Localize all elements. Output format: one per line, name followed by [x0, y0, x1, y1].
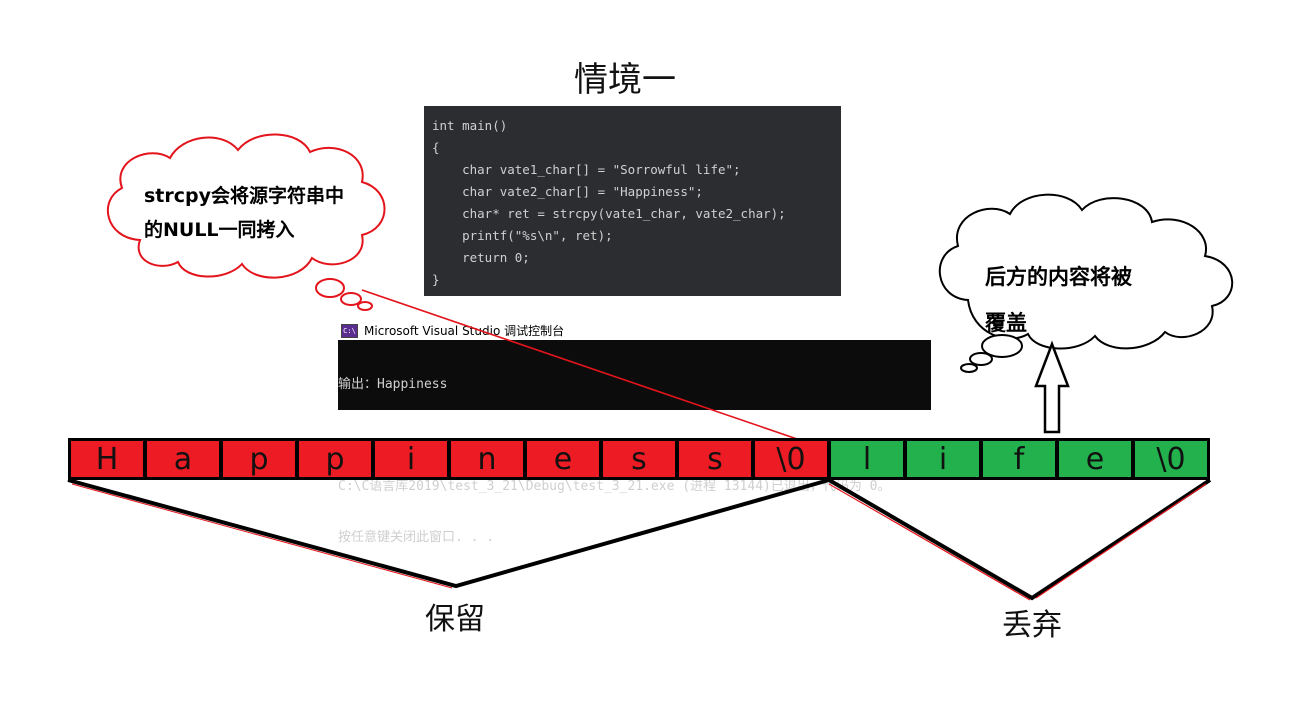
right-cloud-text: 后方的内容将被 覆盖 [985, 254, 1195, 346]
console-line: 输出：Happiness [338, 377, 448, 392]
code-line: char vate2_char[] = "Happiness"; [432, 184, 703, 199]
code-line: int main() [432, 118, 508, 133]
keep-bracket-red-edge [71, 483, 453, 589]
array-cell: \0 [755, 441, 827, 477]
drop-bracket-red-edge-left [828, 483, 1031, 601]
array-cell: p [223, 441, 295, 477]
up-arrow-icon [1034, 340, 1070, 434]
console-window: C:\ Microsoft Visual Studio 调试控制台 输出：Hap… [338, 322, 931, 545]
console-titlebar[interactable]: C:\ Microsoft Visual Studio 调试控制台 [338, 322, 931, 340]
code-line: } [432, 272, 440, 287]
array-cell: s [679, 441, 751, 477]
console-title: Microsoft Visual Studio 调试控制台 [364, 324, 565, 338]
right-cloud-line: 覆盖 [985, 311, 1027, 335]
keep-bracket [67, 478, 830, 589]
array-cell: a [147, 441, 219, 477]
array-cell: n [451, 441, 523, 477]
drop-bracket [827, 478, 1212, 601]
code-line: char vate1_char[] = "Sorrowful life"; [432, 162, 741, 177]
drop-bracket-red-edge-right [1035, 483, 1207, 599]
array-cell: H [71, 441, 143, 477]
code-line: printf("%s\n", ret); [432, 228, 613, 243]
left-cloud-line: 的NULL一同拷入 [144, 219, 295, 241]
console-app-icon: C:\ [341, 324, 358, 338]
console-output: 输出：Happiness C:\C语言库2019\test_3_21\Debug… [338, 340, 931, 580]
left-cloud-line: strcpy会将源字符串中 [144, 185, 345, 207]
code-line: char* ret = strcpy(vate1_char, vate2_cha… [432, 206, 786, 221]
drop-label: 丢弃 [1002, 608, 1062, 643]
code-panel: int main() { char vate1_char[] = "Sorrow… [424, 106, 841, 296]
array-cell: e [527, 441, 599, 477]
left-cloud-text: strcpy会将源字符串中 的NULL一同拷入 [144, 179, 376, 247]
keep-label: 保留 [425, 602, 485, 637]
array-cell: \0 [1135, 441, 1207, 477]
console-line: C:\C语言库2019\test_3_21\Debug\test_3_21.ex… [338, 479, 891, 494]
array-cell: i [907, 441, 979, 477]
array-cell: p [299, 441, 371, 477]
char-array: H a p p i n e s s \0 l i f e \0 [68, 438, 1210, 480]
array-cell: s [603, 441, 675, 477]
code-line: return 0; [432, 250, 530, 265]
array-cell: e [1059, 441, 1131, 477]
array-cell: i [375, 441, 447, 477]
left-thought-cloud [106, 133, 386, 311]
right-thought-cloud [938, 193, 1234, 373]
console-line: 按任意键关闭此窗口. . . [338, 530, 495, 545]
array-cell: f [983, 441, 1055, 477]
code-line: { [432, 140, 440, 155]
right-cloud-line: 后方的内容将被 [985, 265, 1132, 289]
array-cell: l [831, 441, 903, 477]
pointer-line-null [361, 289, 801, 441]
diagram-title: 情境一 [574, 60, 676, 100]
